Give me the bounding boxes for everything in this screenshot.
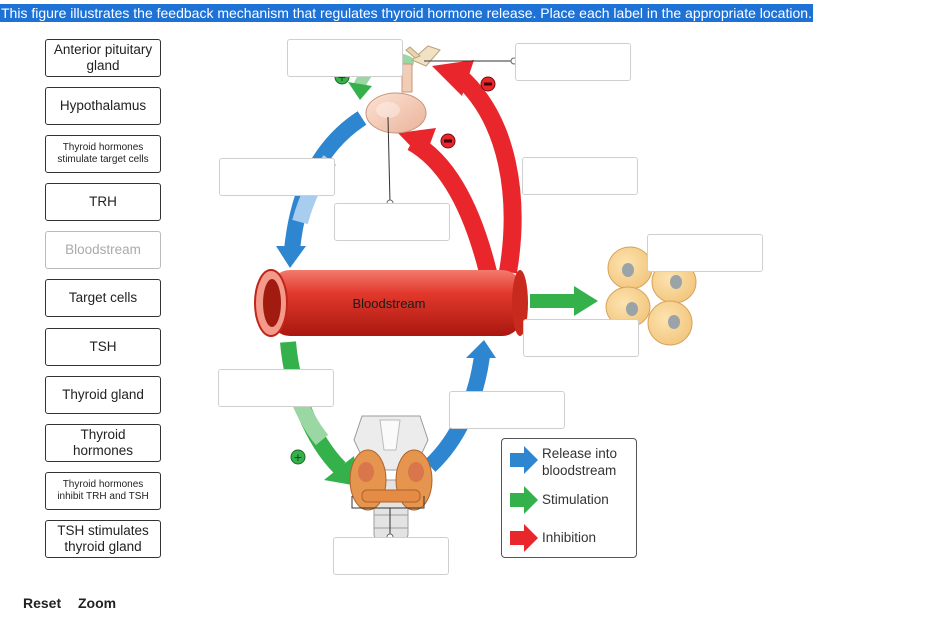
label-tsh[interactable]: TSH xyxy=(45,328,161,366)
legend-release-arrow-icon xyxy=(510,445,538,475)
drop-target-9[interactable] xyxy=(449,391,565,429)
label-target-cells[interactable]: Target cells xyxy=(45,279,161,317)
label-thyroid-hormones-stimulate-target-cells[interactable]: Thyroid hormones stimulate target cells xyxy=(45,135,161,173)
drop-target-1[interactable] xyxy=(287,39,403,77)
inhibition-arrow-outer xyxy=(432,60,522,274)
bloodstream-vessel xyxy=(254,269,528,337)
inhibition-arrow-inner xyxy=(398,128,497,275)
label-trh[interactable]: TRH xyxy=(45,183,161,221)
inhibition-minus-icon-lower xyxy=(440,133,456,149)
drop-target-4[interactable] xyxy=(522,157,638,195)
legend-inhibition-label: Inhibition xyxy=(542,530,597,545)
thyroid-gland-illustration xyxy=(349,415,433,541)
label-thyroid-hormones-inhibit-trh-tsh[interactable]: Thyroid hormones inhibit TRH and TSH xyxy=(45,472,161,510)
zoom-button[interactable]: Zoom xyxy=(78,595,117,611)
drop-target-10[interactable] xyxy=(333,537,449,575)
target-stimulation-arrow xyxy=(530,286,598,316)
label-bloodstream: Bloodstream xyxy=(45,231,161,269)
target-cells-illustration xyxy=(605,246,697,346)
reset-button[interactable]: Reset xyxy=(23,595,62,611)
svg-text:+: + xyxy=(293,451,302,464)
drop-target-6[interactable] xyxy=(647,234,763,272)
inhibition-minus-icon-upper xyxy=(480,76,496,92)
legend-inhibition-arrow-icon xyxy=(510,523,538,553)
label-anterior-pituitary-gland[interactable]: Anterior pituitary gland xyxy=(45,39,161,77)
stimulation-plus-icon-bottom: + xyxy=(290,449,306,465)
hypothalamus-pituitary-illustration xyxy=(365,45,441,134)
drop-target-2[interactable] xyxy=(515,43,631,81)
legend: Release into bloodstream Stimulation Inh… xyxy=(501,438,637,558)
label-thyroid-hormones[interactable]: Thyroid hormones xyxy=(45,424,161,462)
svg-text:+: + xyxy=(337,71,346,84)
label-thyroid-gland[interactable]: Thyroid gland xyxy=(45,376,161,414)
legend-stimulation-label: Stimulation xyxy=(542,492,609,507)
label-tsh-stimulates-thyroid-gland[interactable]: TSH stimulates thyroid gland xyxy=(45,520,161,558)
drop-target-3[interactable] xyxy=(219,158,335,196)
label-hypothalamus[interactable]: Hypothalamus xyxy=(45,87,161,125)
drop-target-5[interactable] xyxy=(334,203,450,241)
drop-target-8[interactable] xyxy=(218,369,334,407)
bloodstream-label: Bloodstream xyxy=(353,296,426,311)
drop-target-7[interactable] xyxy=(523,319,639,357)
instructions-text: This figure illustrates the feedback mec… xyxy=(0,4,813,22)
legend-release-label: Release into bloodstream xyxy=(542,446,618,478)
legend-stimulation-arrow-icon xyxy=(510,485,538,515)
